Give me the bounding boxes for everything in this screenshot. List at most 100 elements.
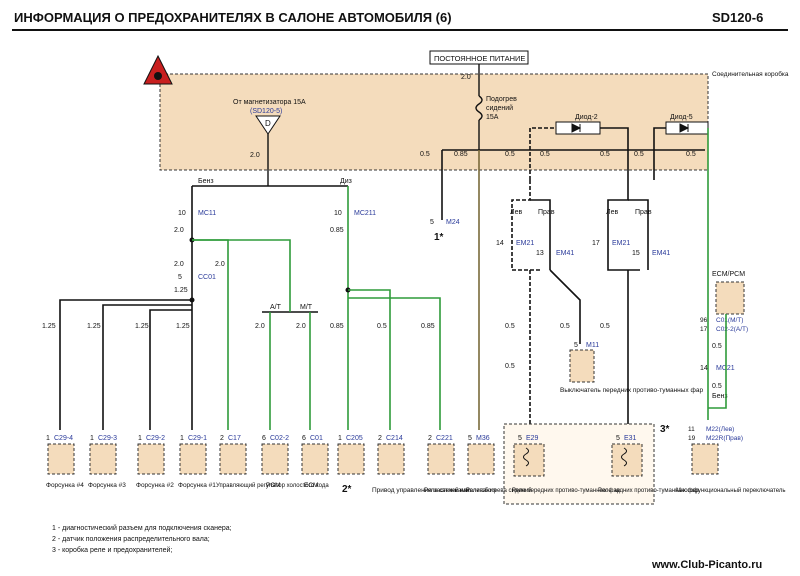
c02-pin: 17 — [700, 326, 708, 333]
component-multifunc — [691, 443, 719, 475]
cc01-pin: 5 — [178, 274, 182, 281]
size-s10: 2.0 — [296, 323, 306, 330]
connector-pin: 1 — [90, 435, 94, 442]
m11-pin: 5 — [574, 342, 578, 349]
mc11-code: MC11 — [198, 210, 216, 217]
size-0-85: 0.85 — [454, 151, 468, 158]
size-s7: 1.25 — [135, 323, 149, 330]
connector-pin: 5 — [468, 435, 472, 442]
connector-code: C17 — [228, 435, 241, 442]
fuse-line3: 15A — [486, 114, 499, 121]
glow-wire — [348, 297, 441, 430]
fuse-icon — [475, 74, 483, 150]
diode5-label: Диод-5 — [670, 114, 693, 121]
note-1: 1* — [434, 232, 444, 243]
connector-pin: 2 — [428, 435, 432, 442]
component-idle — [219, 443, 247, 475]
petrol-label: Бенз — [198, 178, 214, 185]
benz2-label: Бенз — [712, 393, 728, 400]
connector-code: M36 — [476, 435, 490, 442]
m22r-pin: 19 — [688, 435, 696, 442]
label-front-fog: Реле передних противо-туманных фар — [512, 488, 621, 494]
m22l-code: M22(Лев) — [706, 426, 734, 433]
label-pcm: PCM — [266, 482, 280, 489]
wire-size-top: 2.0 — [461, 74, 471, 81]
ignition-line1: От магнетизатора 15A — [233, 99, 306, 106]
size-s2: 2.0 — [174, 261, 184, 268]
left-label-2: Лев — [606, 209, 618, 216]
em41-pin: 13 — [536, 250, 544, 257]
em41b-pin: 15 — [632, 250, 640, 257]
ecm-pcm-label: ECM/PCM — [712, 271, 745, 278]
connector-code: C29-4 — [54, 435, 73, 442]
size-s11: 0.85 — [330, 227, 344, 234]
connector-pin: 5 — [518, 435, 522, 442]
size-s15: 0.5 — [505, 323, 515, 330]
label-drive: Привод управления заслонками — [372, 487, 470, 494]
connector-code: C29-2 — [146, 435, 165, 442]
idle-wire — [192, 239, 229, 430]
m24-code: M24 — [446, 219, 460, 226]
label-idle: Управляющий регулятор холостого хода — [216, 482, 329, 489]
footnote-1: 1 - диагностический разъем для подключен… — [52, 524, 232, 532]
power-label: ПОСТОЯННОЕ ПИТАНИЕ — [434, 54, 525, 63]
size-0-5f: 0.5 — [686, 151, 696, 158]
right-label-1: Прав — [538, 209, 555, 216]
ignition-triangle-icon — [255, 115, 281, 135]
m22r-code: M22R(Прав) — [706, 435, 743, 442]
inj3-wire — [102, 304, 192, 430]
size-0-5a: 0.5 — [420, 151, 430, 158]
right-label-2: Прав — [635, 209, 652, 216]
inj4-wire — [59, 299, 192, 430]
fog-right-split — [607, 180, 640, 271]
component-pcm — [261, 443, 289, 475]
connector-pin: 5 — [616, 435, 620, 442]
size-0-5e: 0.5 — [634, 151, 644, 158]
connector-code: C221 — [436, 435, 453, 442]
size-s17: 0.5 — [600, 323, 610, 330]
connector-code: C205 — [346, 435, 363, 442]
size-s3: 2.0 — [215, 261, 225, 268]
relay-coil-icon — [523, 447, 627, 467]
mc21-pin: 14 — [700, 365, 708, 372]
m24-pin: 5 — [430, 219, 434, 226]
connector-code: C29-3 — [98, 435, 117, 442]
junction-box — [159, 73, 709, 171]
drive-wire — [348, 289, 391, 430]
mc211-code: MC211 — [354, 210, 376, 217]
diode2-wire-in — [529, 127, 556, 180]
label-inj1: Форсунка #1 — [178, 482, 216, 489]
footnote-3: 3 - коробка реле и предохранителей; — [52, 546, 172, 554]
label-multifunc: Многофункциональный переключатель — [676, 487, 786, 494]
fog-left-split — [511, 180, 540, 271]
pcm-ecm-feed — [192, 239, 291, 300]
connector-pin: 6 — [262, 435, 266, 442]
note-2: 2* — [342, 484, 352, 495]
size-s1: 2.0 — [174, 227, 184, 234]
diode2-wire-out — [600, 127, 629, 180]
connector-pin: 1 — [180, 435, 184, 442]
connector-code: C214 — [386, 435, 403, 442]
em21-code: EM21 — [516, 240, 534, 247]
m22l-pin: 11 — [688, 426, 695, 433]
label-rear-fog: Реле задних противо-туманных фар — [598, 488, 700, 494]
fuse-line2: сидений — [486, 104, 513, 112]
diode5-icon — [679, 123, 690, 133]
connector-pin: 6 — [302, 435, 306, 442]
size-s8: 1.25 — [176, 323, 190, 330]
warning-icon — [143, 54, 173, 85]
note-3: 3* — [660, 424, 670, 435]
size-s20: 0.5 — [505, 363, 515, 370]
fog-switch-label: Выключатель передних противо-туманных фа… — [560, 387, 703, 394]
connector-pin: 2 — [378, 435, 382, 442]
size-s5: 1.25 — [42, 323, 56, 330]
em41-code: EM41 — [556, 250, 574, 257]
label-inj3: Форсунка #3 — [88, 482, 126, 489]
connector-code: E31 — [624, 435, 637, 442]
connector-code: E29 — [526, 435, 539, 442]
size-0-5d: 0.5 — [600, 151, 610, 158]
size-s13: 0.5 — [377, 323, 387, 330]
diode5-wire-in — [653, 127, 666, 180]
component-inj3 — [89, 443, 117, 475]
